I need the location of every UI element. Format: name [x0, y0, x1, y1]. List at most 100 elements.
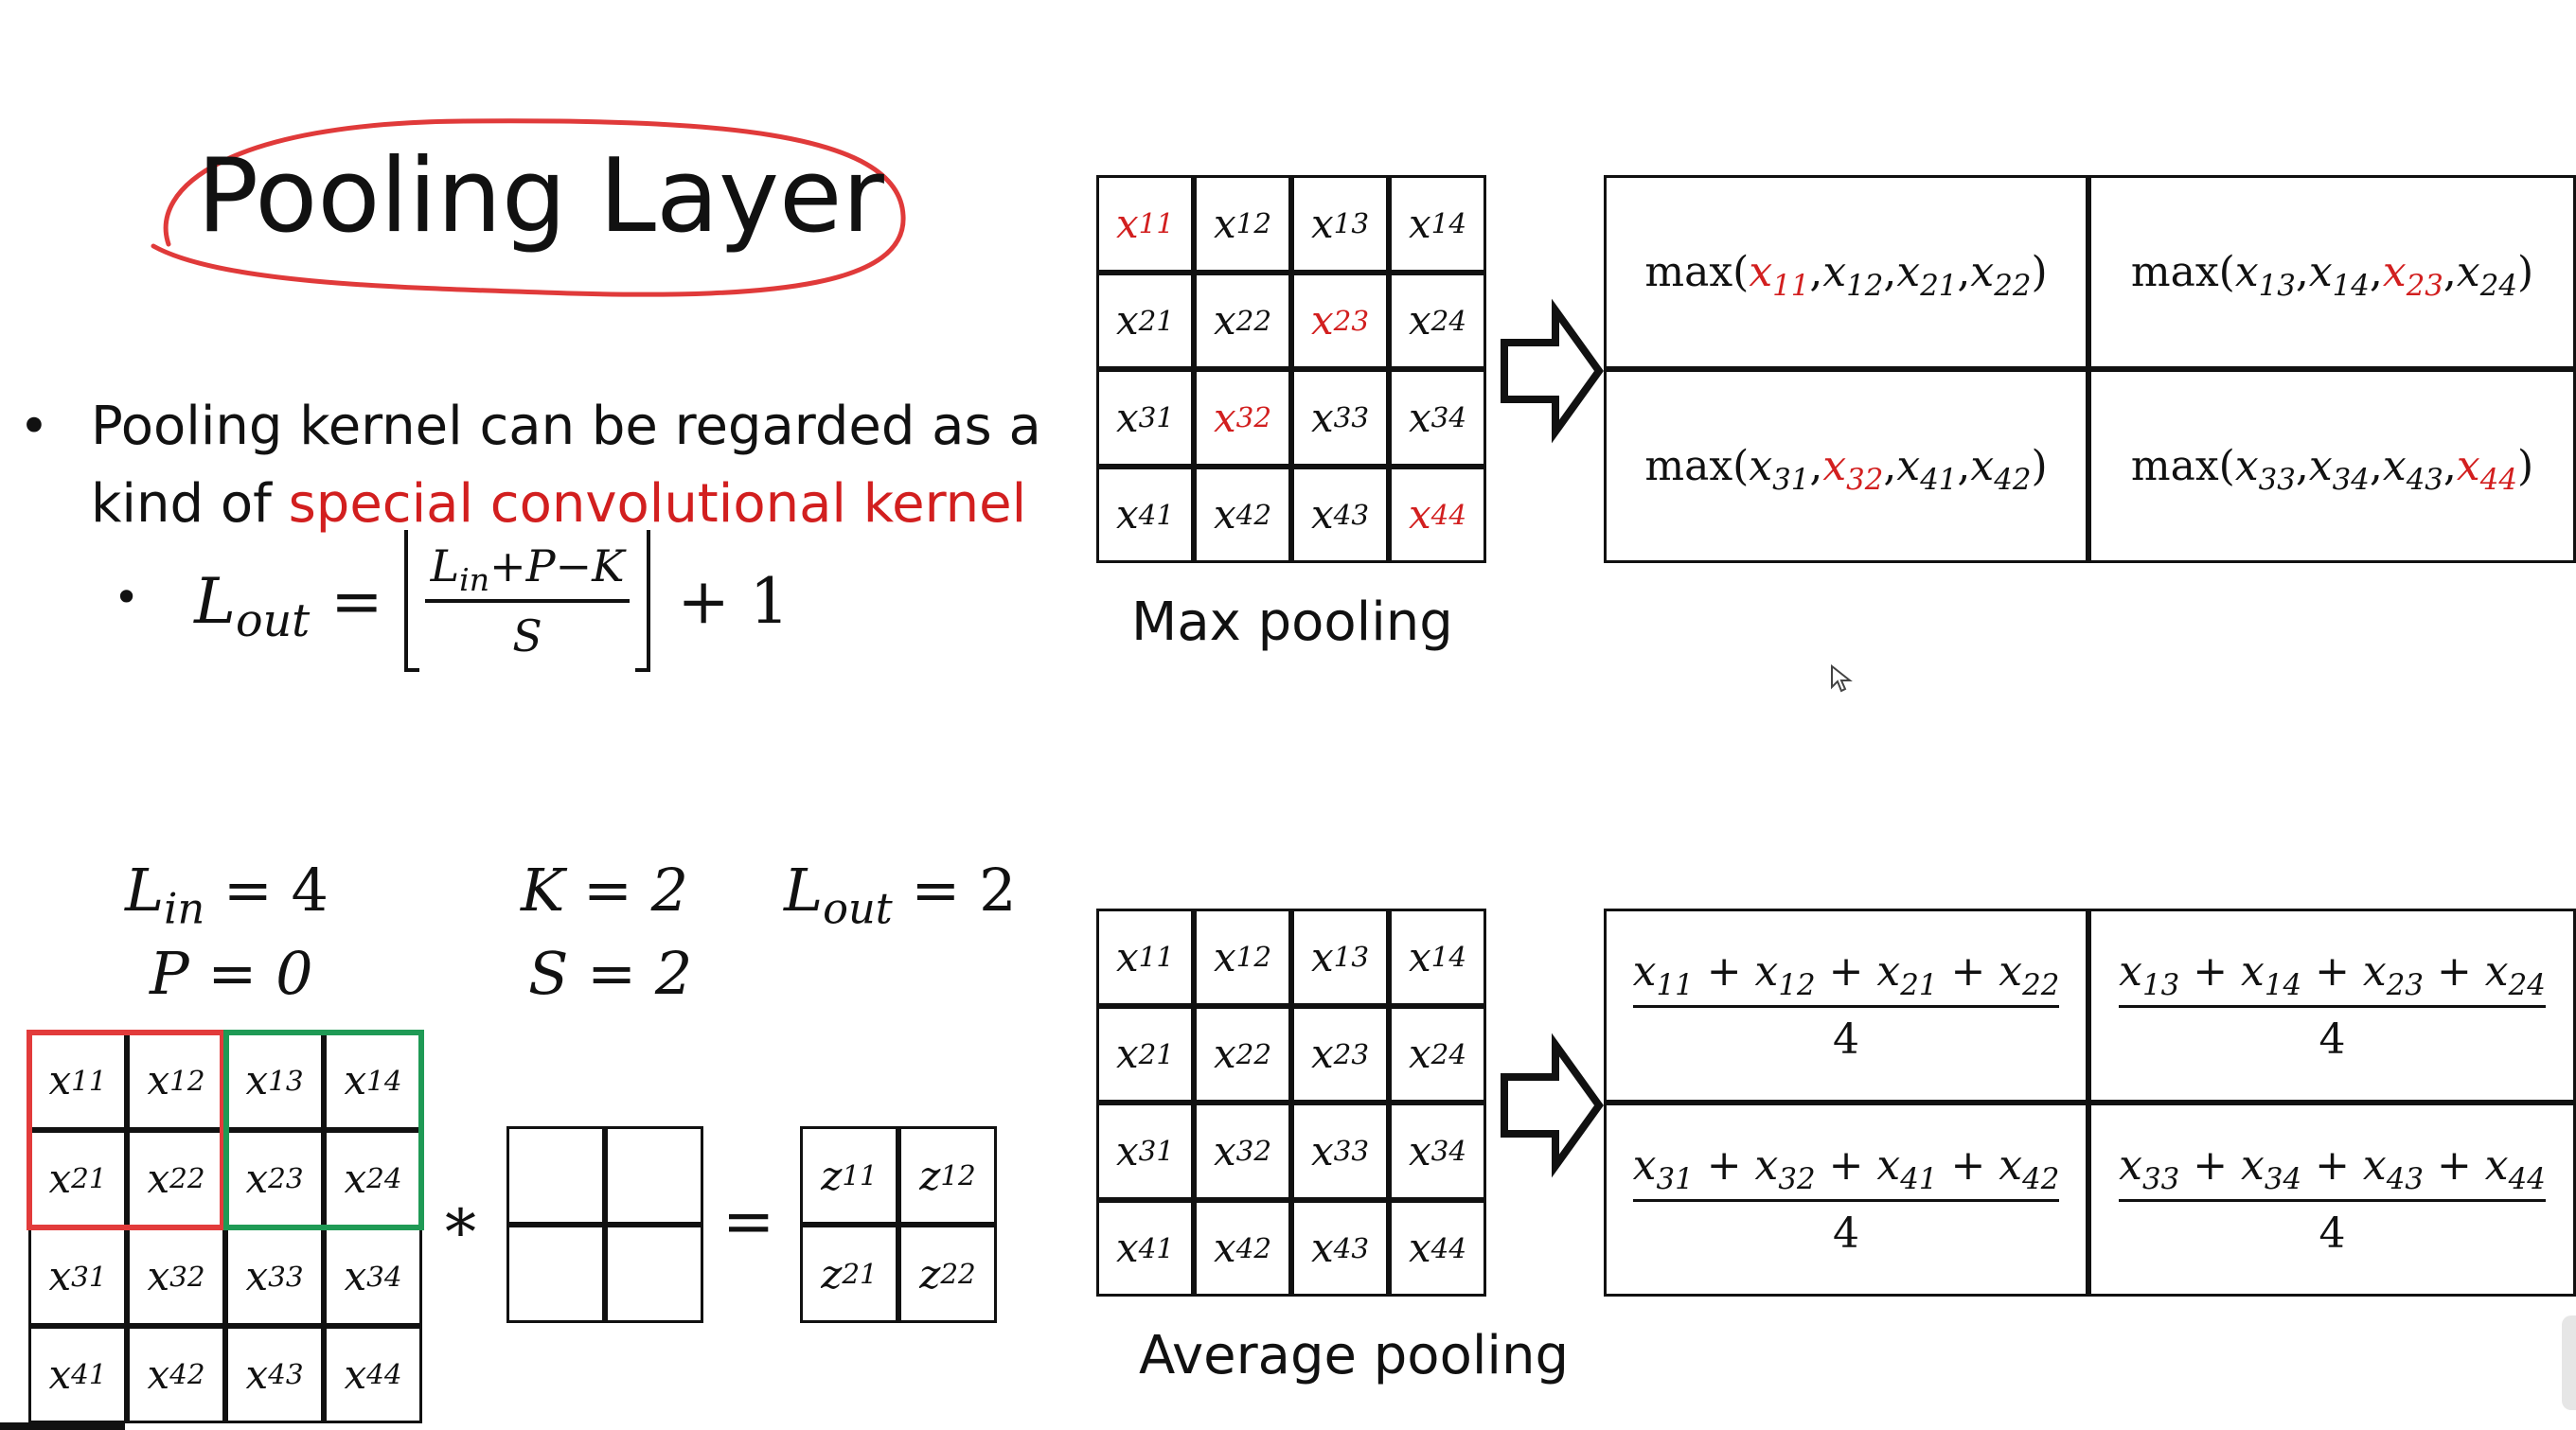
average-term: x41 [1876, 1141, 1937, 1193]
argument-separator: , [2443, 248, 2457, 296]
average-term: x11 [1633, 947, 1694, 999]
max-argument-base: x [2382, 442, 2407, 490]
max-argument-sub: 14 [2332, 268, 2370, 303]
plus-sign: + [2179, 947, 2242, 996]
max-argument-base: x [1822, 248, 1847, 296]
max-argument-sub: 43 [2406, 462, 2443, 497]
max-argument: x24 [2457, 248, 2517, 300]
argument-separator: , [1957, 442, 1971, 490]
average-denominator: 4 [2318, 1209, 2346, 1258]
average-term-sub: 24 [2508, 967, 2546, 1002]
average-term-sub: 42 [2022, 1161, 2060, 1196]
avg-input-cell-base: x [1115, 1127, 1139, 1174]
plus-sign: + [1693, 947, 1755, 996]
average-term-sub: 12 [1778, 967, 1816, 1002]
average-numerator: x13 + x14 + x23 + x24 [2119, 947, 2546, 1008]
input-matrix-cell-base: x [48, 1351, 72, 1398]
formula-numerator: Lin+P−K [424, 538, 631, 603]
param-lout: Lout = 2 [784, 856, 1017, 934]
average-term-base: x [1876, 1141, 1901, 1190]
average-term-sub: 31 [1656, 1161, 1694, 1196]
equals-symbol: = [722, 1185, 775, 1258]
input-matrix-cell-base: x [344, 1155, 367, 1202]
right-block-arrow-icon [1501, 1033, 1605, 1178]
argument-separator: , [2369, 248, 2383, 296]
bullet-highlight: special convolutional kernel [288, 473, 1027, 535]
average-term-base: x [2484, 947, 2509, 996]
max-argument: x23 [2383, 248, 2443, 300]
max-argument: x22 [1970, 248, 2031, 300]
max-function-prefix: max( [2130, 248, 2235, 296]
max-argument-base: x [2308, 442, 2333, 490]
max-input-cell-base: x [1213, 394, 1236, 441]
average-term-base: x [1999, 1141, 2023, 1190]
max-function-suffix: ) [2516, 248, 2534, 296]
formula-bullet: • [114, 572, 140, 623]
max-function-prefix: max( [1644, 442, 1750, 490]
plus-sign: + [1815, 1141, 1877, 1190]
max-function-suffix: ) [2031, 442, 2048, 490]
input-matrix-cell-base: x [48, 1155, 72, 1202]
right-edge-strip [2562, 1315, 2576, 1410]
average-term-sub: 11 [1656, 967, 1694, 1002]
average-term-base: x [2241, 1141, 2265, 1190]
argument-separator: , [1883, 442, 1897, 490]
max-result-cell: max(x13,x14,x23,x24) [2088, 175, 2576, 369]
average-term-sub: 21 [1900, 967, 1938, 1002]
max-argument: x33 [2235, 442, 2296, 494]
page-title: Pooling Layer [197, 137, 884, 256]
average-term-base: x [2362, 947, 2387, 996]
max-argument-sub: 41 [1920, 462, 1958, 497]
max-function-suffix: ) [2031, 248, 2048, 296]
max-argument-sub: 34 [2332, 462, 2370, 497]
max-input-cell-base: x [1310, 394, 1334, 441]
plus-sign: + [2301, 1141, 2363, 1190]
max-input-cell-base: x [1310, 297, 1334, 344]
argument-separator: , [2295, 442, 2309, 490]
param-p: P = 0 [150, 939, 313, 1008]
bullet-dot: • [19, 397, 49, 456]
average-term-base: x [1876, 947, 1901, 996]
average-term: x43 [2363, 1141, 2424, 1193]
max-argument-sub: 42 [1994, 462, 2032, 497]
max-input-cell-base: x [1213, 491, 1236, 538]
avg-input-cell-base: x [1408, 1031, 1431, 1078]
max-argument-base: x [1970, 442, 1995, 490]
title-block: Pooling Layer [142, 104, 918, 322]
max-argument-base: x [1970, 248, 1995, 296]
max-argument-sub: 22 [1994, 268, 2032, 303]
max-argument-base: x [1896, 442, 1921, 490]
max-input-cell-base: x [1310, 491, 1334, 538]
max-argument: x31 [1749, 442, 1809, 494]
avg-input-cell-base: x [1213, 1031, 1236, 1078]
output-matrix-cell-base: z [919, 1250, 941, 1298]
max-input-cell-base: x [1115, 491, 1139, 538]
max-argument: x11 [1749, 248, 1809, 300]
kernel-cell [506, 1126, 605, 1225]
right-block-arrow-icon [1501, 298, 1605, 444]
formula-denominator: S [512, 610, 542, 662]
formula-equals: = [330, 564, 383, 638]
